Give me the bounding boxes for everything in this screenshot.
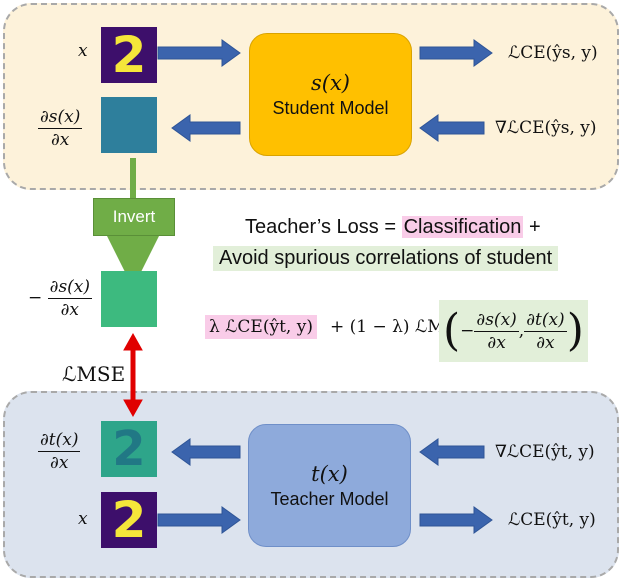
teacher-saliency-digit: 2 <box>112 421 146 477</box>
student-output-loss: ℒCE(ŷs, y) <box>508 43 598 63</box>
student-grad-loss: ∇ℒCE(ŷs, y) <box>495 118 597 138</box>
term2-minus: − <box>460 321 475 341</box>
teacher-model-name: Teacher Model <box>270 488 389 509</box>
arrow-gradloss-to-student <box>419 114 485 142</box>
loss-term-mse-weight: + (1 − λ) ℒMSE <box>330 317 469 337</box>
arrow-input-to-student <box>157 39 241 67</box>
student-input-image: 2 <box>101 27 157 83</box>
teacher-grad-den: ∂x <box>50 453 69 473</box>
neg-grad-label: − ∂s(x)∂x <box>28 277 93 320</box>
loss-title-prefix: Teacher’s Loss = <box>245 216 402 238</box>
teacher-input-label: x <box>78 509 88 529</box>
term2-num-s: ∂s(x) <box>474 309 519 332</box>
student-saliency-image <box>101 97 157 153</box>
teacher-digit-glyph: 2 <box>111 492 147 548</box>
loss-term-mse-args: ( − ∂s(x)∂x,∂t(x)∂x ) <box>439 300 588 362</box>
arrow-mse <box>123 332 143 418</box>
teacher-model-box: t(x) Teacher Model <box>248 424 411 547</box>
student-model-name: Student Model <box>272 97 389 118</box>
arrow-input-to-teacher <box>157 506 241 534</box>
neg-grad-num: ∂s(x) <box>47 277 93 299</box>
neg-saliency-image <box>101 271 157 327</box>
student-grad-den: ∂x <box>50 130 70 150</box>
invert-box: Invert <box>93 198 175 236</box>
arrow-gradloss-to-teacher <box>419 438 485 466</box>
term2-comma: , <box>518 321 525 341</box>
loss-term-ce: λ ℒCE(ŷt, y) <box>205 315 317 339</box>
loss-subtitle: Avoid spurious correlations of student <box>213 246 559 271</box>
loss-title-highlight: Classification <box>401 216 524 238</box>
teacher-saliency-image: 2 <box>101 421 157 477</box>
arrow-student-to-loss <box>419 39 493 67</box>
term2-num-t: ∂t(x) <box>524 309 567 332</box>
right-paren: ) <box>566 305 584 356</box>
teacher-grad-label: ∂t(x)∂x <box>38 430 81 473</box>
loss-title: Teacher’s Loss = Classification + <box>245 216 541 239</box>
mse-label: ℒMSE <box>62 362 126 386</box>
teacher-grad-num: ∂t(x) <box>38 430 81 452</box>
student-model-symbol: s(x) <box>310 70 350 95</box>
student-grad-num: ∂s(x) <box>38 107 83 129</box>
term2-den-1: ∂x <box>487 332 506 353</box>
student-input-label: x <box>78 41 88 61</box>
student-model-box: s(x) Student Model <box>249 33 412 156</box>
arrow-teacher-to-loss <box>419 506 493 534</box>
term2-den-2: ∂x <box>536 332 555 353</box>
student-grad-label: ∂s(x)∂x <box>38 107 83 150</box>
teacher-output-loss: ℒCE(ŷt, y) <box>508 510 596 530</box>
teacher-input-image: 2 <box>101 492 157 548</box>
left-paren: ( <box>443 305 461 356</box>
digit-glyph: 2 <box>111 27 147 83</box>
teacher-model-symbol: t(x) <box>311 461 348 486</box>
loss-title-suffix: + <box>523 216 541 238</box>
neg-sign: − <box>28 288 43 308</box>
arrow-teacher-to-grad <box>171 438 241 466</box>
teacher-grad-loss: ∇ℒCE(ŷt, y) <box>495 442 595 462</box>
neg-grad-den: ∂x <box>60 300 80 320</box>
arrow-student-to-grad <box>171 114 241 142</box>
